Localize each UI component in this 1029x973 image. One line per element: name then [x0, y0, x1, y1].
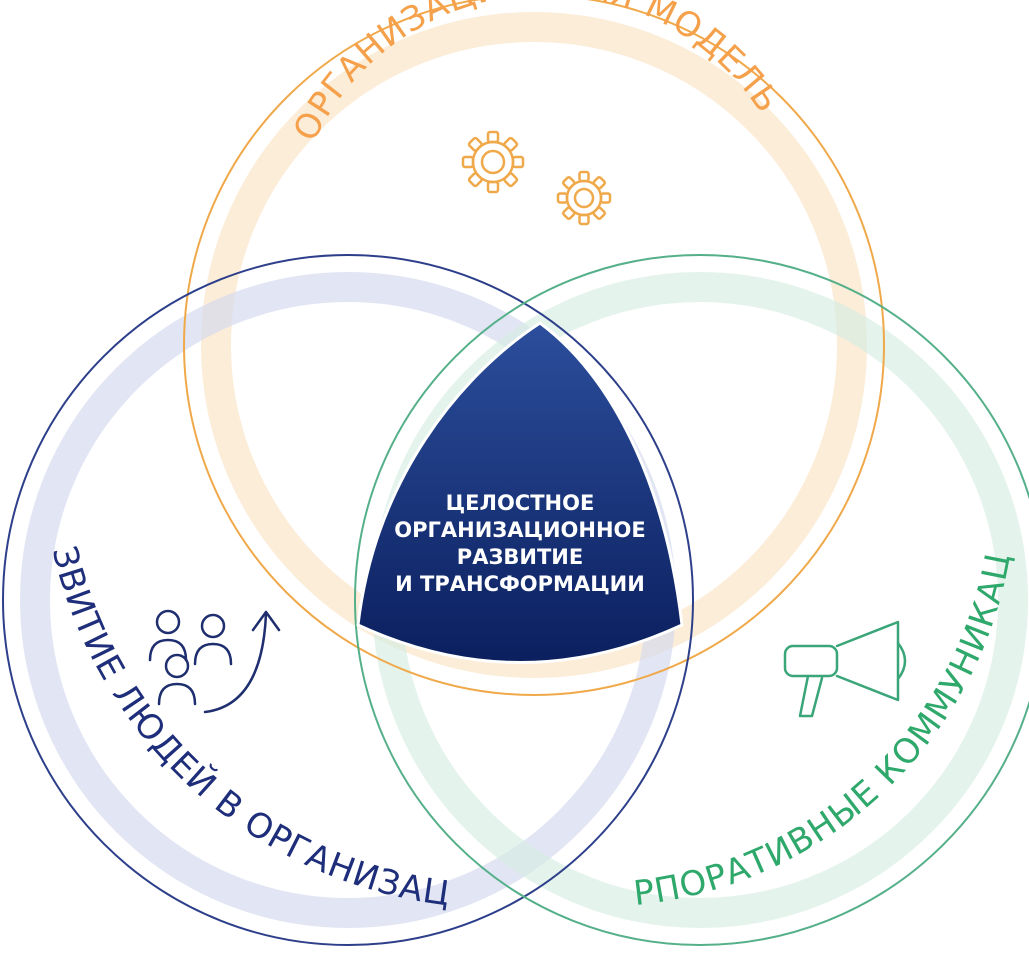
center-intersection: [356, 321, 684, 664]
outline-top: [183, 0, 885, 696]
center-line-4: И ТРАНСФОРМАЦИИ: [395, 572, 645, 596]
people-growth-icon: [148, 609, 281, 714]
center-line-3: РАЗВИТИЕ: [456, 545, 584, 569]
megaphone-icon: [783, 620, 907, 718]
outline-left: [2, 254, 694, 946]
outline-right: [354, 254, 1029, 946]
gears-icon: [461, 130, 612, 226]
center-line-1: ЦЕЛОСТНОЕ: [445, 491, 595, 515]
center-label: ЦЕЛОСТНОЕ ОРГАНИЗАЦИОННОЕ РАЗВИТИЕ И ТРА…: [360, 490, 680, 598]
center-line-2: ОРГАНИЗАЦИОННОЕ: [394, 518, 646, 542]
